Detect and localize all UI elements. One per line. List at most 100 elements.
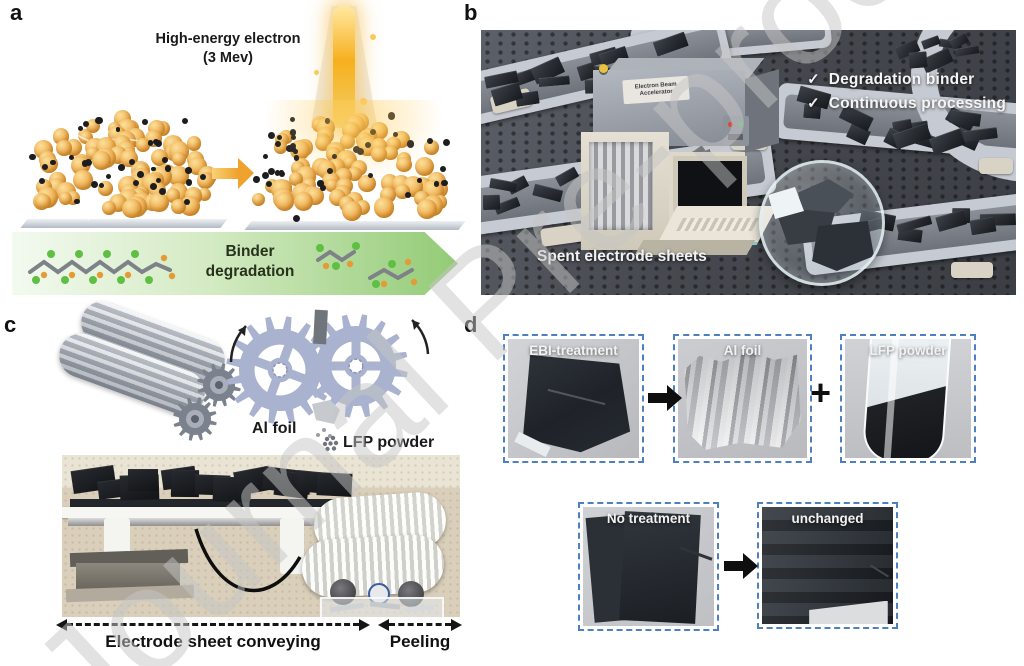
powder-cluster-icon [322,435,339,451]
spent-sheet [969,216,997,235]
carbon-dot [148,140,154,146]
active-material-sphere [417,198,438,219]
arrow-right-icon [724,553,758,579]
green-led [738,122,743,127]
beacon-light [599,64,608,73]
substrate-plate [244,221,466,230]
active-material-sphere [149,193,169,213]
active-material-sphere [251,192,266,207]
panel-a-title: High-energy electron (3 Mev) [118,30,338,68]
power-cable [194,528,302,593]
carbon-dot [154,139,162,147]
carbon-dot [95,116,103,125]
active-material-sphere [58,191,72,205]
peeling-span-arrow [378,618,462,631]
spark [314,70,319,75]
panel-d-label: d [464,312,478,337]
carbon-dot [150,166,156,172]
banner-label: Binder degradation [180,242,320,282]
carbon-dot [137,170,144,178]
untreated-sheet [619,511,702,625]
keyboard [676,218,759,231]
polymer-chain-icon [28,250,176,284]
magnifier-circle [759,160,885,286]
carbon-dot [82,121,89,128]
active-material-sphere [373,197,394,218]
magnified-sheet [798,179,854,213]
carbon-dot [105,173,111,180]
arrow-shaft [212,168,238,179]
checklist-item: ✓ Continuous processing [807,94,1006,113]
spent-sheet [929,127,966,155]
conveyor-post [280,518,304,574]
conveyor-rail [68,518,372,526]
foil-shading [684,351,801,450]
ebi-treatment-photo [508,339,639,458]
checklist-text: Continuous processing [828,95,1006,112]
panel-c-label: c [4,312,17,337]
carbon-dot [81,159,89,167]
beam-core [333,6,355,128]
feature-checklist: ✓ Degradation binder ✓ Continuous proces… [807,70,1006,118]
black-powder [862,369,948,458]
carbon-dot [293,214,301,222]
banner-label-line1: Binder [225,243,275,260]
carbon-dot [164,165,172,172]
conveying-caption: Electrode sheet conveying [105,632,321,651]
checklist-text: Degradation binder [828,71,975,88]
sheet-zone [871,30,1016,74]
polymer-fragment-icon [368,258,418,288]
box-label: Al foil [723,343,762,358]
carbon-dot [99,182,105,188]
belt-shadow [70,499,370,510]
arrow-head [743,553,758,579]
carbon-dot [77,125,83,131]
active-material-sphere [186,136,202,151]
arrow-left-icon [378,618,389,631]
arrow-left-icon [56,618,67,631]
lfp-powder-box: LFP powder [840,334,976,463]
electron-beam-accelerator-machine: Electron Beam Accelerator [573,58,788,258]
spent-sheet [920,34,941,50]
active-material-sphere [73,169,93,190]
magnified-sheet [812,221,874,271]
crumpled-foil [684,351,801,450]
black-electrode-sheet [128,468,158,491]
no-treatment-box: No treatment [578,502,719,631]
carbon-dot [118,164,125,171]
treated-sheet [522,354,631,453]
spent-electrode-sheets-caption: Spent electrode sheets [537,248,707,265]
panel-a-title-line1: High-energy electron [155,31,301,47]
active-material-sphere [294,192,314,212]
carbon-dot [29,153,36,161]
arrow-head [667,385,682,411]
peeling-caption: Peeling [389,632,451,651]
roller-gear-end [197,363,241,407]
arrow-head [238,158,254,189]
check-icon: ✓ [807,71,820,88]
al-foil-label: Al foil [252,420,297,437]
box-label: EBI-treatment [529,343,618,358]
spent-sheet [482,194,500,211]
active-material-sphere [102,201,117,215]
carbon-dot [185,167,192,175]
conveyor-beam [62,507,384,518]
spent-sheet [935,209,968,232]
panel-a-label: a [10,0,23,25]
active-material-sphere [56,140,72,156]
roller-gear-end [173,397,217,441]
active-material-sphere [275,192,294,211]
machine-window [589,142,653,230]
spent-sheet [652,31,689,58]
carbon-dot [132,179,139,186]
carbon-dot [49,159,56,166]
unchanged-box: unchanged [757,502,898,629]
box-label: unchanged [791,511,864,526]
black-electrode-sheet [316,471,353,497]
arrow-right-icon [212,158,254,189]
panel-a-title-line2: (3 Mev) [203,49,253,66]
carbon-dot [183,198,190,206]
beam-glow [252,100,448,190]
spent-sheet [538,75,570,87]
